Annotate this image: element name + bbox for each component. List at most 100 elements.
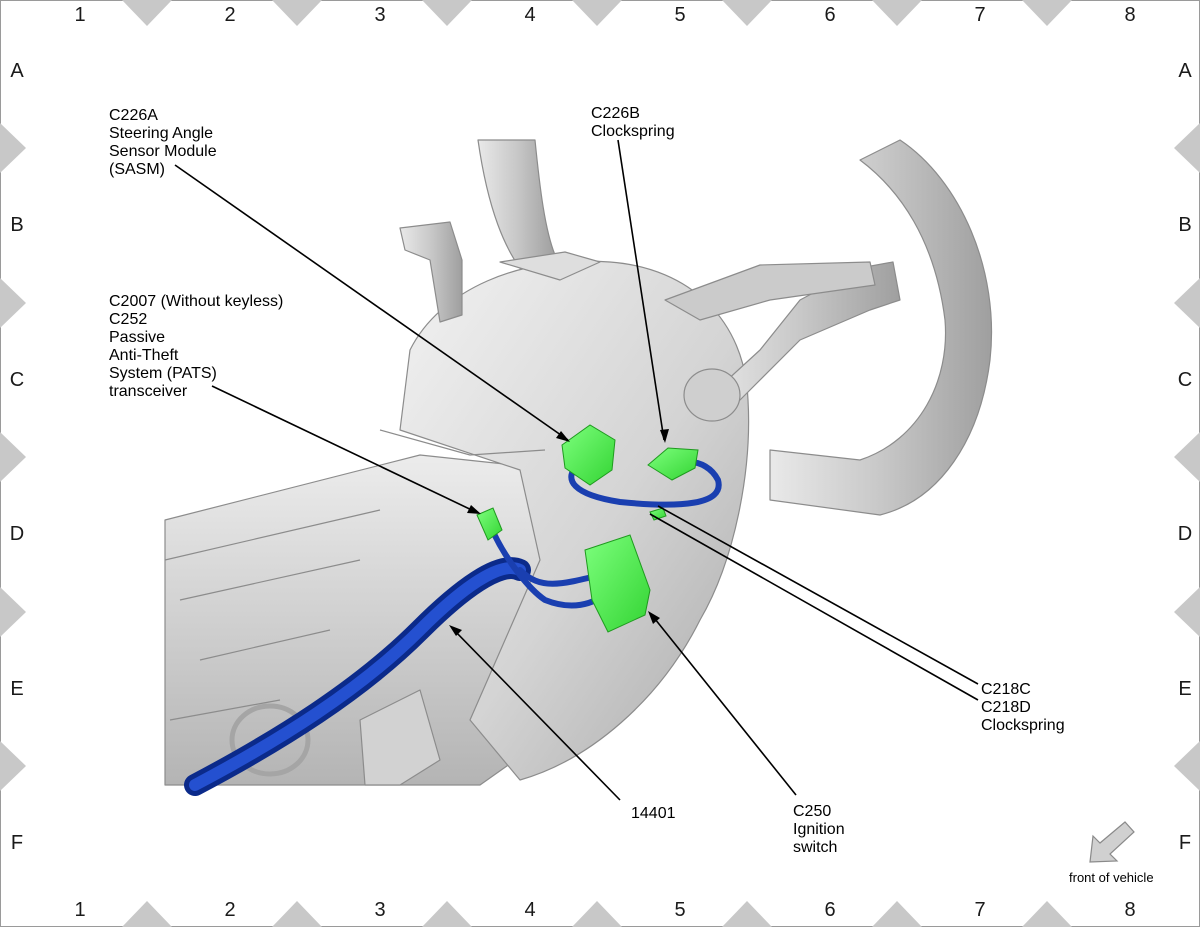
grid-marker-left xyxy=(0,587,26,637)
grid-marker-top xyxy=(422,0,472,26)
leader-c2007 xyxy=(211,385,479,514)
callout-line: C226A xyxy=(109,107,158,124)
grid-marker-right xyxy=(1174,123,1200,173)
front-arrow-icon xyxy=(1089,821,1135,863)
grid-marker-top xyxy=(572,0,622,26)
callout-line: C218C xyxy=(981,681,1031,698)
steering-wheel-rim xyxy=(769,139,993,516)
grid-row-left: C xyxy=(10,369,24,391)
callout-line: Passive xyxy=(109,329,165,346)
harness-loop xyxy=(568,459,722,508)
grid-col-bottom: 1 xyxy=(74,899,85,921)
grid-marker-top xyxy=(872,0,922,26)
leader-c226b xyxy=(617,139,665,441)
callout-line: Anti-Theft xyxy=(109,347,179,364)
grid-marker-right xyxy=(1174,278,1200,328)
grid-row-left: F xyxy=(11,832,23,854)
grid-col-top: 7 xyxy=(974,4,985,26)
grid-marker-top xyxy=(122,0,172,26)
grid-marker-bottom xyxy=(122,901,172,927)
grid-row-left: E xyxy=(10,678,23,700)
leader-14401-arrowhead xyxy=(449,625,462,636)
grid-marker-top xyxy=(272,0,322,26)
callout-line: Ignition xyxy=(793,821,845,838)
connector-c226b xyxy=(647,447,699,481)
grid-marker-left xyxy=(0,741,26,791)
leader-c226a xyxy=(174,164,569,441)
leader-c226b-arrowhead xyxy=(660,429,669,443)
grid-row-right: B xyxy=(1178,214,1191,236)
grid-row-left: A xyxy=(10,60,24,82)
callout-line: System (PATS) xyxy=(109,365,217,382)
leader-c218c xyxy=(657,505,979,685)
callout-line: switch xyxy=(793,839,837,856)
callout-c226a: C226A Steering Angle Sensor Module (SASM… xyxy=(109,107,221,178)
leader-c2007-arrowhead xyxy=(467,505,481,514)
callout-line: C2007 (Without keyless) xyxy=(109,293,283,310)
grid-col-bottom: 5 xyxy=(674,899,685,921)
grid-col-top: 1 xyxy=(74,4,85,26)
harness-branch xyxy=(487,522,608,609)
grid-col-bottom: 6 xyxy=(824,899,835,921)
callout-14401: 14401 xyxy=(631,805,676,822)
leader-c250-arrowhead xyxy=(648,611,660,624)
connector-c226a xyxy=(561,424,616,486)
grid-row-right: C xyxy=(1178,369,1192,391)
shroud-top-cap xyxy=(499,251,601,281)
grid-col-top: 2 xyxy=(224,4,235,26)
callout-line: C252 xyxy=(109,311,147,328)
grid-marker-left xyxy=(0,123,26,173)
grid-col-top: 5 xyxy=(674,4,685,26)
grid-marker-bottom xyxy=(272,901,322,927)
grid-row-right: E xyxy=(1178,678,1191,700)
grid-marker-bottom xyxy=(422,901,472,927)
harness-main-highlight xyxy=(189,562,526,791)
leader-c226a-arrowhead xyxy=(556,431,570,442)
connector-c250 xyxy=(584,534,651,633)
grid-row-right: F xyxy=(1179,832,1191,854)
callout-line: Clockspring xyxy=(981,717,1065,734)
callout-line: 14401 xyxy=(631,805,676,822)
lower-bracket xyxy=(359,689,441,786)
grid-marker-bottom xyxy=(872,901,922,927)
callout-line: C218D xyxy=(981,699,1031,716)
leader-14401 xyxy=(451,627,621,801)
stalk-base xyxy=(683,368,741,422)
grid-marker-top xyxy=(1022,0,1072,26)
turn-signal-stalk xyxy=(399,221,463,323)
grid-labels: 1 2 3 4 5 6 7 8 1 2 3 4 5 6 7 8 A B C D … xyxy=(10,4,1193,921)
grid-row-right: A xyxy=(1178,60,1192,82)
column-detail xyxy=(164,429,546,721)
callout-line: C226B xyxy=(591,105,640,122)
callout-c250: C250 Ignition switch xyxy=(793,803,849,856)
grid-marker-bottom xyxy=(722,901,772,927)
connectors xyxy=(476,424,699,633)
grid-col-bottom: 3 xyxy=(374,899,385,921)
grid-col-top: 3 xyxy=(374,4,385,26)
grid-col-bottom: 7 xyxy=(974,899,985,921)
callout-line: Sensor Module xyxy=(109,143,217,160)
callout-c2007: C2007 (Without keyless) C252 Passive Ant… xyxy=(109,293,288,400)
connector-c252 xyxy=(476,507,503,541)
grid-marker-top xyxy=(722,0,772,26)
grid-col-bottom: 4 xyxy=(524,899,535,921)
callout-line: transceiver xyxy=(109,383,188,400)
grid-col-top: 8 xyxy=(1124,4,1135,26)
grid-row-left: B xyxy=(10,214,23,236)
steering-wheel-rear xyxy=(664,261,876,321)
grid-row-left: D xyxy=(10,523,24,545)
grid-marker-right xyxy=(1174,432,1200,482)
grid-col-top: 6 xyxy=(824,4,835,26)
grid-marker-bottom xyxy=(1022,901,1072,927)
front-of-vehicle-indicator: front of vehicle xyxy=(1069,821,1154,885)
leader-c250 xyxy=(650,613,797,796)
grid-marker-left xyxy=(0,432,26,482)
callout-line: Steering Angle xyxy=(109,125,213,142)
grid-marker-bottom xyxy=(572,901,622,927)
callout-labels: C226A Steering Angle Sensor Module (SASM… xyxy=(109,105,1065,856)
front-of-vehicle-label: front of vehicle xyxy=(1069,870,1154,885)
grid-marker-left xyxy=(0,278,26,328)
callout-line: Clockspring xyxy=(591,123,675,140)
